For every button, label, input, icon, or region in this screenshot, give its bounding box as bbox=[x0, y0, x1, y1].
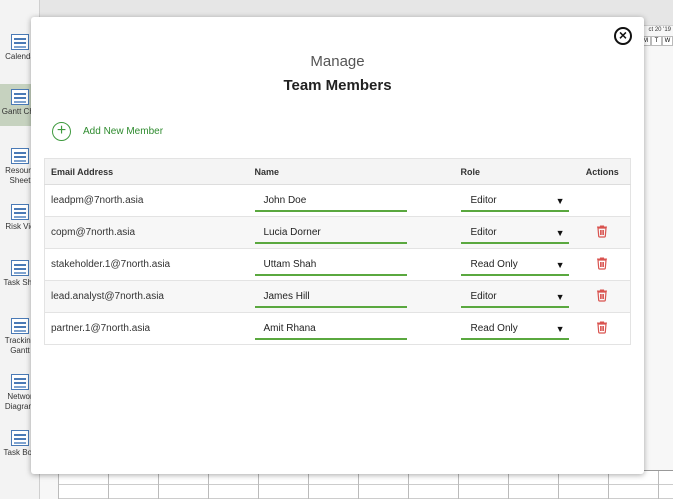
timeline-days: M T W bbox=[640, 36, 673, 46]
caret-down-icon: ▼ bbox=[555, 323, 565, 334]
member-name-cell: Uttam Shah bbox=[248, 248, 455, 281]
trash-icon[interactable] bbox=[595, 320, 609, 334]
sidebar-item-network-diagram[interactable]: Networ Diagram bbox=[0, 374, 40, 412]
member-role-value: Editor bbox=[470, 291, 497, 302]
task-sheet-icon bbox=[11, 260, 29, 276]
member-email: stakeholder.1@7north.asia bbox=[44, 248, 249, 281]
column-header-actions: Actions bbox=[574, 158, 631, 185]
sidebar-item-label: Calenda bbox=[5, 52, 35, 61]
member-actions-cell bbox=[574, 216, 631, 249]
timeline-date: ct 20 '19 bbox=[648, 27, 672, 33]
member-actions-cell bbox=[574, 280, 631, 313]
gantt-chart-icon bbox=[11, 89, 29, 105]
member-name-input[interactable]: Lucia Dorner bbox=[254, 221, 407, 244]
member-name-input[interactable]: Uttam Shah bbox=[254, 253, 407, 276]
member-email: lead.analyst@7north.asia bbox=[44, 280, 249, 313]
calendar-icon bbox=[11, 34, 29, 50]
sidebar-item-label: Resourc Sheet bbox=[5, 166, 35, 185]
member-name-input[interactable]: James Hill bbox=[254, 285, 407, 308]
sidebar-item-tracking-gantt[interactable]: Tracking Gantt bbox=[0, 318, 40, 356]
member-role-select[interactable]: Editor ▼ bbox=[460, 189, 569, 212]
column-header-role: Role bbox=[454, 158, 575, 185]
member-name-cell: Amit Rhana bbox=[248, 312, 455, 345]
member-name-input[interactable]: John Doe bbox=[254, 189, 407, 212]
sidebar-item-calendar[interactable]: Calenda bbox=[0, 34, 40, 62]
member-role-cell: Read Only ▼ bbox=[454, 312, 575, 345]
trash-icon[interactable] bbox=[595, 288, 609, 302]
member-role-cell: Editor ▼ bbox=[454, 280, 575, 313]
member-role-select[interactable]: Editor ▼ bbox=[460, 221, 569, 244]
timeline-day: T bbox=[651, 36, 662, 46]
timeline-day: W bbox=[662, 36, 673, 46]
member-role-select[interactable]: Read Only ▼ bbox=[460, 317, 569, 340]
add-new-member-label: Add New Member bbox=[83, 126, 164, 137]
member-role-value: Read Only bbox=[470, 323, 518, 334]
member-actions-cell bbox=[574, 312, 631, 345]
member-actions-cell bbox=[574, 184, 631, 217]
plus-circle-icon: + bbox=[52, 122, 71, 141]
manage-team-members-dialog: × Manage Team Members + Add New Member E… bbox=[31, 17, 644, 474]
member-email: copm@7north.asia bbox=[44, 216, 249, 249]
sidebar-item-resource-sheet[interactable]: Resourc Sheet bbox=[0, 148, 40, 186]
table-header-row: Email Address Name Role Actions bbox=[44, 158, 631, 185]
member-actions-cell bbox=[574, 248, 631, 281]
member-role-value: Editor bbox=[470, 227, 497, 238]
network-diagram-icon bbox=[11, 374, 29, 390]
sidebar-item-label: Task Boa bbox=[3, 448, 37, 457]
member-email: leadpm@7north.asia bbox=[44, 184, 249, 217]
sidebar-item-task-sheet[interactable]: Task She bbox=[0, 260, 40, 288]
dialog-title: Manage bbox=[310, 53, 365, 70]
member-name-cell: John Doe bbox=[248, 184, 455, 217]
member-name-input[interactable]: Amit Rhana bbox=[254, 317, 407, 340]
member-role-value: Read Only bbox=[470, 259, 518, 270]
caret-down-icon: ▼ bbox=[555, 291, 565, 302]
sidebar-item-label: Task She bbox=[3, 278, 37, 287]
member-role-cell: Editor ▼ bbox=[454, 184, 575, 217]
member-name-cell: Lucia Dorner bbox=[248, 216, 455, 249]
sidebar-item-task-board[interactable]: Task Boa bbox=[0, 430, 40, 458]
close-button[interactable]: × bbox=[614, 27, 632, 45]
caret-down-icon: ▼ bbox=[555, 227, 565, 238]
gantt-grid bbox=[58, 470, 673, 499]
dialog-subtitle: Team Members bbox=[283, 77, 392, 94]
members-table: Email Address Name Role Actions leadpm@7… bbox=[44, 158, 631, 345]
sidebar-item-label: Networ Diagram bbox=[4, 392, 36, 411]
member-email: partner.1@7north.asia bbox=[44, 312, 249, 345]
trash-icon[interactable] bbox=[595, 256, 609, 270]
member-role-select[interactable]: Read Only ▼ bbox=[460, 253, 569, 276]
sidebar-item-risk-view[interactable]: Risk Vie bbox=[0, 204, 40, 232]
add-new-member-button[interactable]: + Add New Member bbox=[52, 122, 163, 141]
caret-down-icon: ▼ bbox=[555, 195, 565, 206]
member-name-cell: James Hill bbox=[248, 280, 455, 313]
risk-view-icon bbox=[11, 204, 29, 220]
column-header-email: Email Address bbox=[44, 158, 249, 185]
caret-down-icon: ▼ bbox=[555, 259, 565, 270]
trash-icon[interactable] bbox=[595, 224, 609, 238]
close-icon: × bbox=[618, 27, 628, 43]
member-role-cell: Read Only ▼ bbox=[454, 248, 575, 281]
member-role-cell: Editor ▼ bbox=[454, 216, 575, 249]
sidebar-item-label: Risk Vie bbox=[5, 222, 35, 231]
resource-sheet-icon bbox=[11, 148, 29, 164]
column-header-name: Name bbox=[248, 158, 455, 185]
member-role-value: Editor bbox=[470, 195, 497, 206]
sidebar-item-label: Tracking Gantt bbox=[4, 336, 36, 355]
task-board-icon bbox=[11, 430, 29, 446]
member-role-select[interactable]: Editor ▼ bbox=[460, 285, 569, 308]
sidebar-item-label: Gantt Cha bbox=[1, 107, 39, 116]
tracking-gantt-icon bbox=[11, 318, 29, 334]
